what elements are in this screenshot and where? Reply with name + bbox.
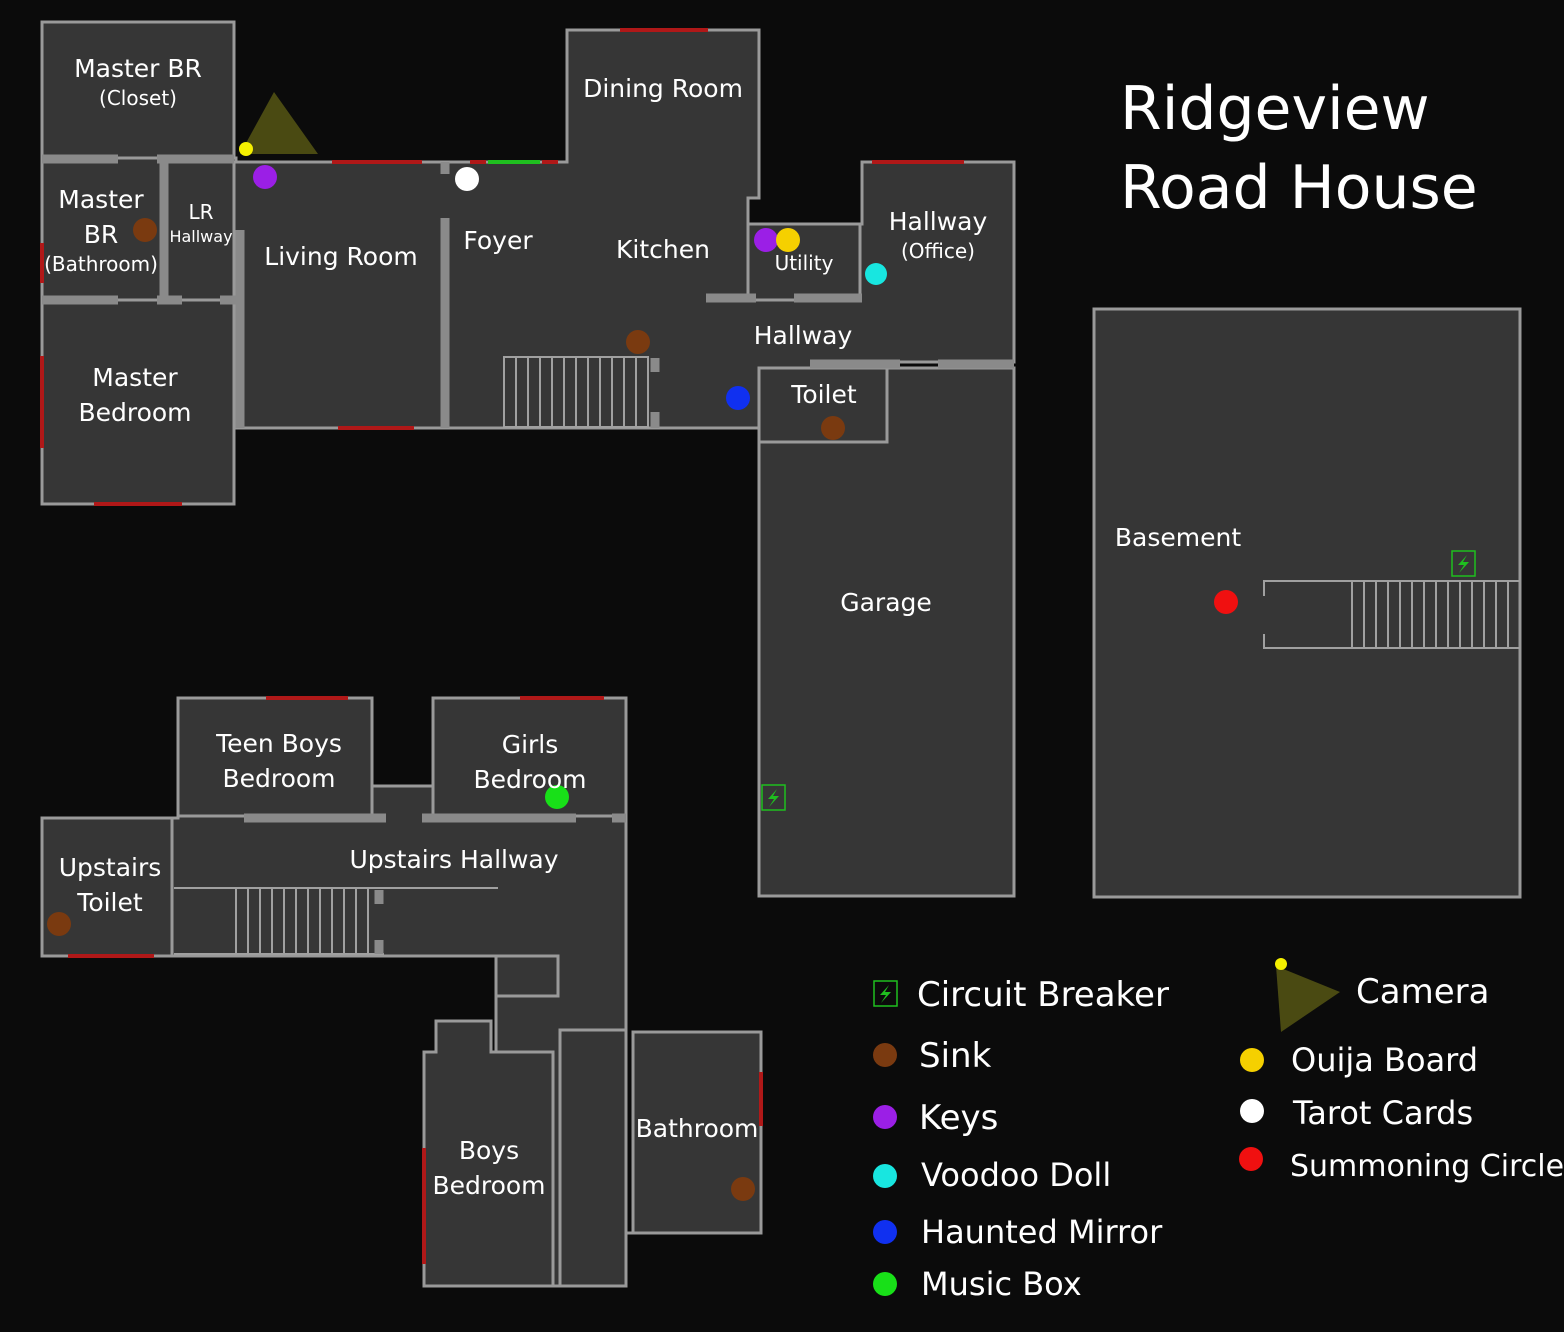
label-kitchen: Kitchen <box>616 235 710 264</box>
ouija-board-icon <box>776 228 800 252</box>
keys-icon <box>754 228 778 252</box>
label-upstairs-toilet-2: Toilet <box>76 888 143 917</box>
legend-voodoo-doll: Voodoo Doll <box>873 1156 1111 1194</box>
haunted-mirror-icon <box>873 1220 897 1244</box>
label-master-bathroom-2: BR <box>84 220 119 249</box>
legend-tarot-cards: Tarot Cards <box>1240 1094 1473 1132</box>
camera-icon <box>240 92 318 154</box>
label-basement: Basement <box>1115 523 1241 552</box>
label-master-bathroom-1: Master <box>58 185 144 214</box>
map-title-line1: Ridgeview <box>1120 74 1430 144</box>
legend-haunted-mirror: Haunted Mirror <box>873 1213 1163 1251</box>
voodoo-doll-icon <box>873 1164 897 1188</box>
room-master-bedroom <box>40 298 236 506</box>
upstairs-floor <box>40 696 763 1288</box>
circuit-breaker-icon <box>761 784 786 811</box>
label-bathroom: Bathroom <box>636 1114 759 1143</box>
legend-haunted-mirror-label: Haunted Mirror <box>921 1213 1163 1251</box>
keys-icon <box>873 1105 897 1129</box>
stairs-outline <box>1263 580 1520 649</box>
label-boys-1: Boys <box>459 1136 519 1165</box>
room-closet-small <box>494 954 560 998</box>
ground-stairs <box>503 356 649 428</box>
music-box-icon <box>545 785 569 809</box>
room-boys-bedroom <box>422 1019 555 1288</box>
tarot-cards-icon <box>1240 1099 1264 1123</box>
legend-music-box-label: Music Box <box>921 1265 1082 1303</box>
legend-camera-label: Camera <box>1356 972 1489 1012</box>
sink-icon <box>47 912 71 936</box>
legend-summoning-circle: Summoning Circle <box>1239 1147 1564 1184</box>
label-lr-hallway-1: LR <box>188 200 213 224</box>
label-toilet: Toilet <box>790 380 857 409</box>
room-teen-boys-bedroom <box>176 696 374 818</box>
sink-icon <box>626 330 650 354</box>
label-dining-room: Dining Room <box>583 74 743 103</box>
legend-voodoo-doll-label: Voodoo Doll <box>921 1156 1111 1194</box>
legend-camera: Camera <box>1275 958 1489 1032</box>
room-basement <box>1092 307 1522 899</box>
summoning-circle-icon <box>1239 1147 1263 1171</box>
label-girls-1: Girls <box>502 730 559 759</box>
legend-sink: Sink <box>873 1036 992 1076</box>
label-lr-hallway-2: Hallway <box>169 227 232 246</box>
room-labels: Master BR (Closet) Master BR (Bathroom) … <box>44 54 1241 1200</box>
label-foyer: Foyer <box>463 226 533 255</box>
room-master-closet <box>40 20 236 160</box>
label-garage: Garage <box>840 588 932 617</box>
label-upstairs-hallway: Upstairs Hallway <box>349 845 558 874</box>
legend: Circuit Breaker Sink Keys Voodoo Doll Ha… <box>873 958 1564 1303</box>
label-master-bedroom-2: Bedroom <box>78 398 191 427</box>
legend-tarot-cards-label: Tarot Cards <box>1292 1094 1473 1132</box>
stairs-outline <box>174 887 498 955</box>
room-girls-bedroom <box>431 696 628 818</box>
camera-dot <box>1275 958 1287 970</box>
label-utility: Utility <box>775 251 834 275</box>
sink-icon <box>731 1177 755 1201</box>
basement-stairs <box>1263 580 1520 649</box>
room-garage <box>757 366 1016 898</box>
keys-icon <box>253 165 277 189</box>
haunted-mirror-icon <box>726 386 750 410</box>
label-boys-2: Bedroom <box>432 1171 545 1200</box>
room-upstairs-lower-hall <box>558 1028 761 1288</box>
tarot-cards-icon <box>455 167 479 191</box>
label-teen-boys-2: Bedroom <box>222 764 335 793</box>
label-master-closet: Master BR <box>74 54 202 83</box>
circuit-breaker-icon <box>873 980 898 1007</box>
label-girls-2: Bedroom <box>473 765 586 794</box>
upstairs-stairs <box>174 887 498 955</box>
label-hallway-office: Hallway <box>889 207 988 236</box>
label-master-bathroom-3: (Bathroom) <box>44 252 158 276</box>
legend-circuit-breaker-label: Circuit Breaker <box>917 975 1169 1015</box>
label-teen-boys-1: Teen Boys <box>215 729 342 758</box>
legend-music-box: Music Box <box>873 1265 1082 1303</box>
label-upstairs-toilet-1: Upstairs <box>59 853 162 882</box>
label-master-bedroom-1: Master <box>92 363 178 392</box>
legend-sink-label: Sink <box>919 1036 992 1076</box>
label-hallway: Hallway <box>754 321 853 350</box>
legend-ouija-board-label: Ouija Board <box>1291 1041 1478 1079</box>
ouija-board-icon <box>1240 1048 1264 1072</box>
summoning-circle-icon <box>1214 590 1238 614</box>
ground-floor <box>40 20 1522 899</box>
circuit-breaker-icon <box>1451 550 1476 577</box>
legend-keys-label: Keys <box>919 1098 998 1138</box>
sink-icon <box>873 1043 897 1067</box>
camera-dot <box>239 142 253 156</box>
legend-ouija-board: Ouija Board <box>1240 1041 1478 1079</box>
legend-circuit-breaker: Circuit Breaker <box>873 975 1169 1015</box>
legend-keys: Keys <box>873 1098 998 1138</box>
label-master-closet-sub: (Closet) <box>99 86 177 110</box>
sink-icon <box>133 218 157 242</box>
label-living-room: Living Room <box>264 242 417 271</box>
legend-summoning-circle-label: Summoning Circle <box>1290 1149 1564 1184</box>
label-hallway-office-sub: (Office) <box>901 239 975 263</box>
map-title-line2: Road House <box>1120 153 1478 223</box>
music-box-icon <box>873 1272 897 1296</box>
camera-icon <box>1276 966 1340 1032</box>
voodoo-doll-icon <box>865 263 887 285</box>
sink-icon <box>821 416 845 440</box>
